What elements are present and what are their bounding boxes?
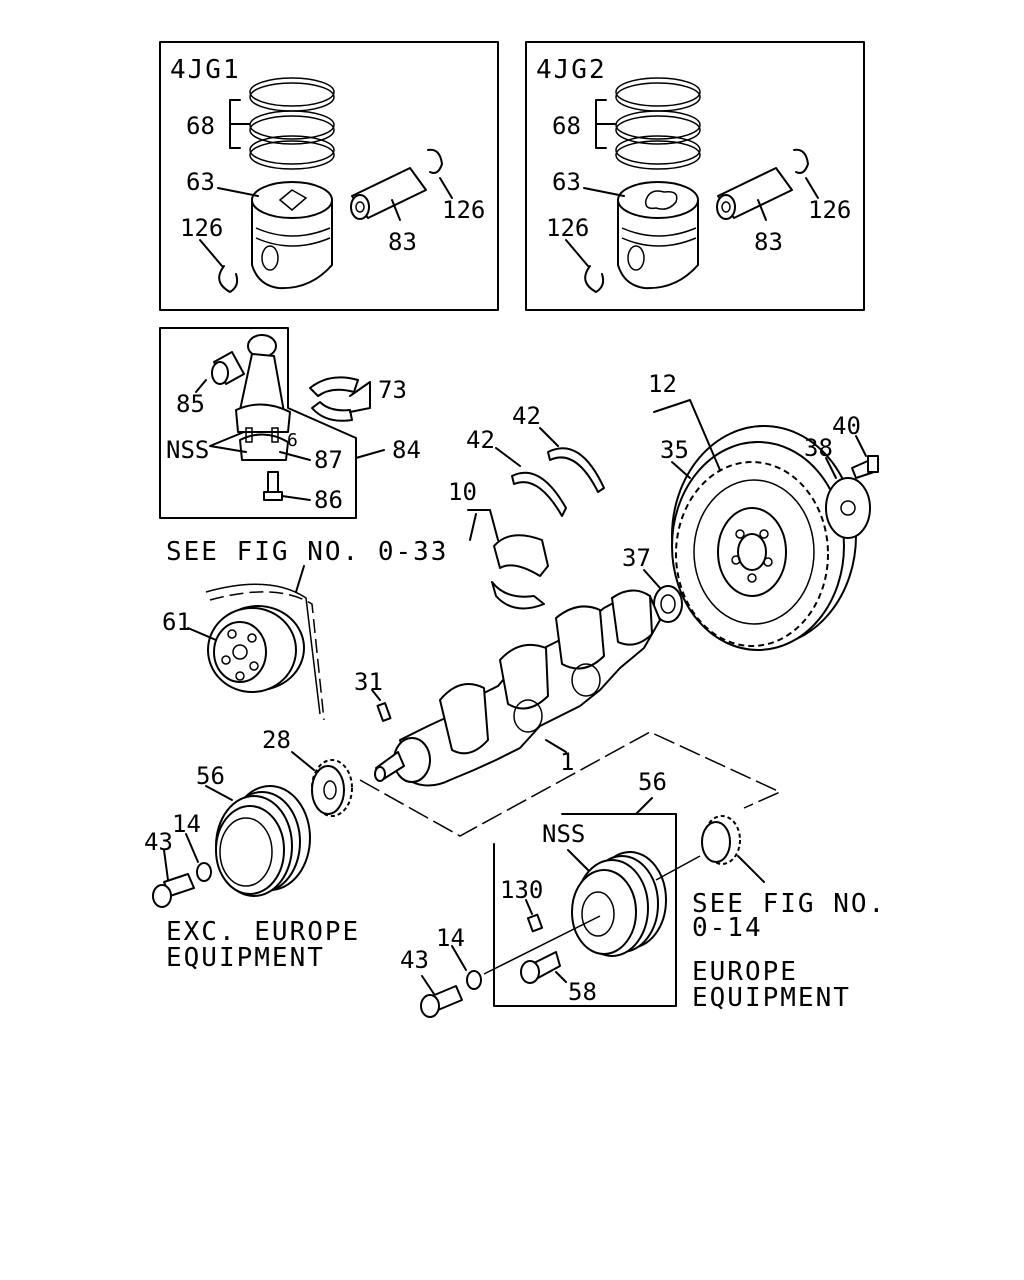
label-56-eu: 56 xyxy=(638,768,667,796)
label-31: 31 xyxy=(354,668,383,696)
flywheel xyxy=(671,425,857,651)
note-exc-equipment: EQUIPMENT xyxy=(166,943,325,973)
note-europe-equipment: EQUIPMENT xyxy=(692,983,851,1013)
dowel-pin-eu xyxy=(526,913,544,933)
label-63-right: 63 xyxy=(552,168,581,196)
thrust-washer-a xyxy=(511,471,567,517)
piston-left xyxy=(251,181,333,290)
flywheel-plate xyxy=(825,477,871,539)
label-nss-eu: NSS xyxy=(542,820,585,848)
flywheel-bolt xyxy=(851,455,879,479)
washer-eu xyxy=(466,970,482,990)
bolt-58 xyxy=(520,951,561,984)
label-86: 86 xyxy=(314,486,343,514)
label-63-left: 63 xyxy=(186,168,215,196)
label-14-eu: 14 xyxy=(436,924,465,952)
note-see-fig-0-14: 0-14 xyxy=(692,913,763,943)
box-4jg2: 4JG2 68 63 83 126 xyxy=(525,41,865,311)
label-126-right-b: 126 xyxy=(546,214,589,242)
damper-pulley-eu xyxy=(571,851,667,957)
label-38: 38 xyxy=(804,434,833,462)
note-see-fig-0-33: SEE FIG NO. 0-33 xyxy=(166,537,448,567)
pilot-bearing xyxy=(653,585,683,623)
note-exc-europe: EXC. EUROPE xyxy=(166,917,360,947)
washer-exc xyxy=(196,862,212,882)
variant-label-4jg2: 4JG2 xyxy=(536,55,607,85)
bolt-eu xyxy=(420,985,463,1018)
label-28: 28 xyxy=(262,726,291,754)
label-83-right: 83 xyxy=(754,228,783,256)
piston-rings-right xyxy=(615,77,701,170)
label-40: 40 xyxy=(832,412,861,440)
small-end-bush xyxy=(211,351,245,385)
connecting-rod xyxy=(235,334,291,461)
crank-pulley-61 xyxy=(205,583,325,721)
note-europe: EUROPE xyxy=(692,957,798,987)
label-37: 37 xyxy=(622,544,651,572)
note-see-fig-no: SEE FIG NO. xyxy=(692,889,886,919)
rod-bearing xyxy=(309,376,359,422)
label-43-eu: 43 xyxy=(400,946,429,974)
box-4jg1: 4JG1 68 63 83 xyxy=(159,41,499,311)
label-87: 87 xyxy=(314,446,343,474)
piston-pin-right xyxy=(716,167,793,220)
bolt-exc xyxy=(152,873,195,908)
label-85: 85 xyxy=(176,390,205,418)
label-12: 12 xyxy=(648,370,677,398)
label-43-exc: 43 xyxy=(144,828,173,856)
damper-pulley-exc xyxy=(215,785,311,897)
label-68-right: 68 xyxy=(552,112,581,140)
label-68-left: 68 xyxy=(186,112,215,140)
label-14-exc: 14 xyxy=(172,810,201,838)
snap-ring-right-a xyxy=(793,148,809,174)
snap-ring-right-b xyxy=(584,265,605,293)
thrust-washer-b xyxy=(547,447,605,493)
label-10: 10 xyxy=(448,478,477,506)
label-84: 84 xyxy=(392,436,421,464)
piston-right xyxy=(617,181,699,290)
label-6: 6 xyxy=(287,430,298,451)
gear-eu xyxy=(701,815,741,865)
label-nss-rod: NSS xyxy=(166,436,209,464)
label-56-exc: 56 xyxy=(196,762,225,790)
snap-ring-left-b xyxy=(218,265,239,293)
label-61: 61 xyxy=(162,608,191,636)
label-42-a: 42 xyxy=(466,426,495,454)
main-bearing xyxy=(491,534,549,610)
piston-rings-left xyxy=(249,77,335,170)
label-126-right-a: 126 xyxy=(808,196,851,224)
rod-bolt xyxy=(263,471,283,501)
label-126-left-a: 126 xyxy=(442,196,485,224)
label-126-left-b: 126 xyxy=(180,214,223,242)
label-73: 73 xyxy=(378,376,407,404)
label-58: 58 xyxy=(568,978,597,1006)
connecting-rod-box: 85 NSS 6 87 86 84 xyxy=(159,327,421,519)
label-83-left: 83 xyxy=(388,228,417,256)
crankshaft xyxy=(374,589,661,787)
variant-label-4jg1: 4JG1 xyxy=(170,55,241,85)
crank-gear xyxy=(311,759,353,817)
crank-key xyxy=(376,702,392,722)
snap-ring-left-a xyxy=(427,148,443,174)
piston-pin-left xyxy=(350,167,427,220)
label-35: 35 xyxy=(660,436,689,464)
europe-box: 56 NSS 130 58 xyxy=(493,768,677,1007)
label-42-b: 42 xyxy=(512,402,541,430)
label-1: 1 xyxy=(560,748,574,776)
label-130: 130 xyxy=(500,876,543,904)
